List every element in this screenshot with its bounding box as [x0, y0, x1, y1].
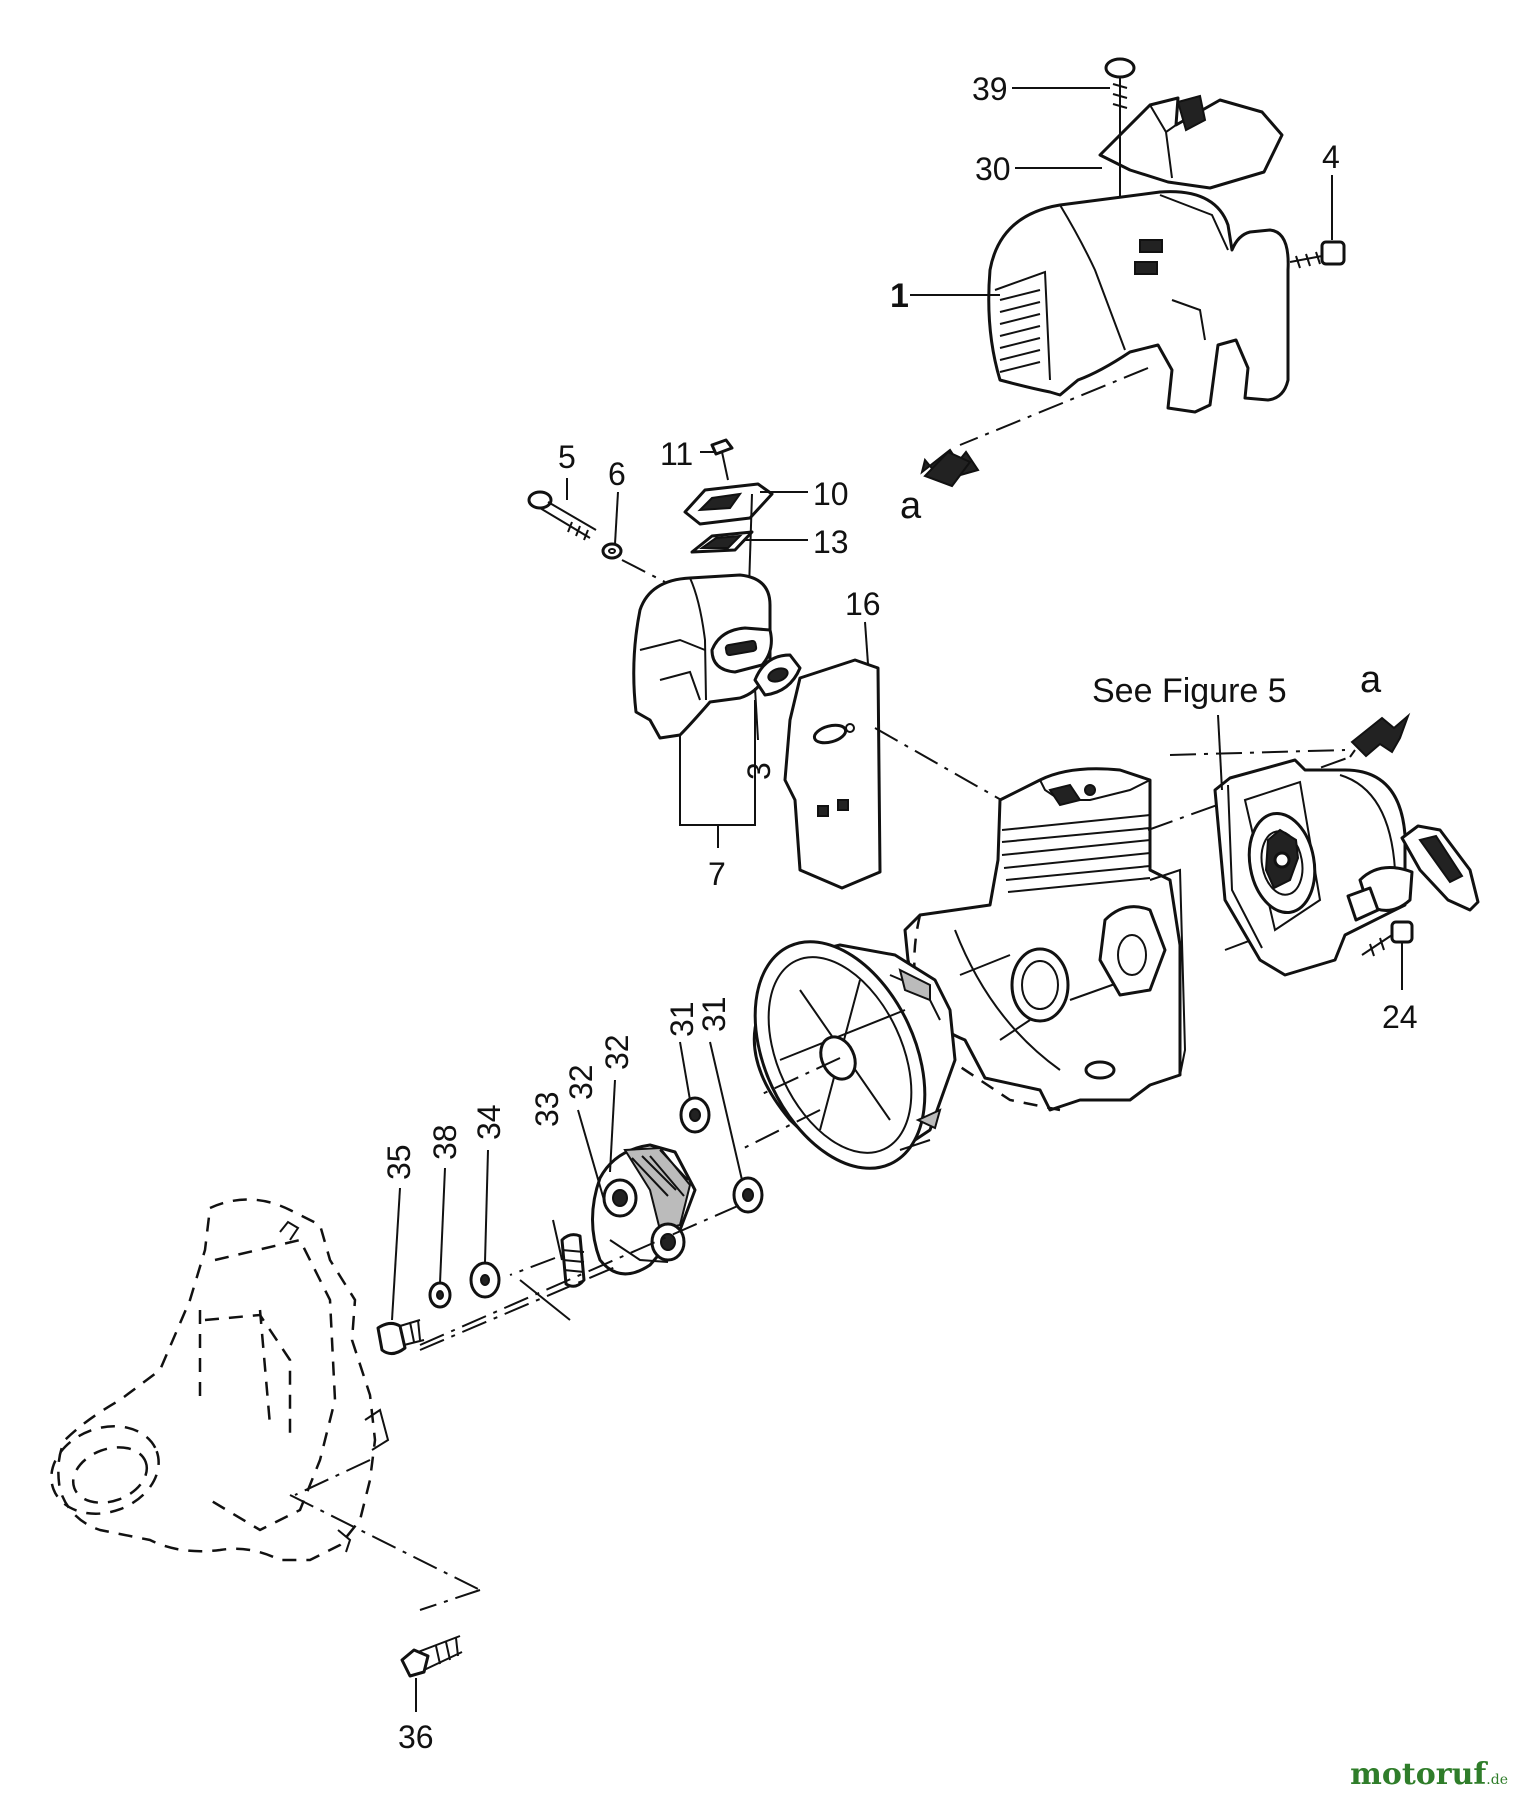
- label-24: 24: [1382, 999, 1418, 1035]
- see-figure-reference: See Figure 5: [1092, 672, 1287, 710]
- label-3: 3: [741, 762, 777, 780]
- label-30: 30: [975, 151, 1011, 187]
- part-35-bolt: [376, 1319, 425, 1355]
- watermark-logo: motoruf.de: [1350, 1757, 1508, 1792]
- arrow-a-right: [1350, 712, 1411, 758]
- part-30-cover-plate: [1098, 94, 1284, 190]
- part-39-screw: [1104, 57, 1136, 112]
- part-16-heat-shield: [783, 658, 882, 890]
- part-4-screw: [1289, 240, 1346, 269]
- label-31-b: 31: [696, 996, 732, 1032]
- label-33: 33: [529, 1091, 565, 1127]
- part-32-clutch: [591, 1143, 697, 1276]
- label-5: 5: [558, 439, 576, 475]
- part-36-bolt: [400, 1635, 463, 1678]
- part-13-gasket: [690, 530, 754, 554]
- label-16: 16: [845, 586, 881, 622]
- cylinder-crankcase: [903, 767, 1187, 1112]
- part-1-engine-cover: [987, 190, 1290, 414]
- label-13: 13: [813, 524, 849, 560]
- arrow-a-left: [920, 448, 980, 488]
- watermark-suffix: .de: [1486, 1772, 1508, 1788]
- flywheel-fan: [752, 940, 957, 1170]
- label-7: 7: [708, 856, 726, 892]
- label-39: 39: [972, 71, 1008, 107]
- part-3-gasket: [753, 653, 802, 697]
- label-32-a: 32: [599, 1034, 635, 1070]
- label-36: 36: [398, 1719, 434, 1755]
- part-24-screw: [1361, 920, 1414, 957]
- part-38-washer: [428, 1281, 452, 1309]
- connector-a-right: a: [1360, 659, 1382, 701]
- part-6-washer: [601, 542, 623, 560]
- label-10: 10: [813, 476, 849, 512]
- part-31-washer-b: [732, 1176, 764, 1214]
- part-5-bolt: [527, 490, 597, 541]
- label-32-b: 32: [563, 1064, 599, 1100]
- label-35: 35: [381, 1144, 417, 1180]
- label-31-a: 31: [664, 1001, 700, 1037]
- part-10-plate: [683, 482, 774, 526]
- clutch-housing: [50, 1198, 390, 1562]
- label-6: 6: [608, 456, 626, 492]
- label-34: 34: [471, 1104, 507, 1140]
- part-34-washer: [469, 1261, 501, 1299]
- connector-a-left: a: [900, 485, 922, 527]
- part-11-screw: [710, 438, 734, 481]
- label-4: 4: [1322, 139, 1340, 175]
- watermark-text: motoruf: [1350, 1757, 1487, 1792]
- starter-handle: [1346, 824, 1480, 922]
- part-7-muffler: [632, 573, 773, 740]
- label-11: 11: [660, 436, 693, 472]
- label-38: 38: [427, 1124, 463, 1160]
- recoil-starter: [1213, 758, 1407, 977]
- part-31-washer-a: [679, 1096, 711, 1134]
- label-1: 1: [890, 277, 909, 315]
